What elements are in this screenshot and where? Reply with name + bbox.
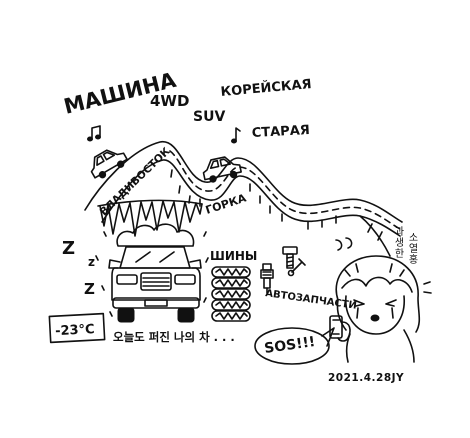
small-car-right <box>202 156 242 183</box>
suv-grille <box>140 272 172 291</box>
suv-body <box>111 267 201 301</box>
label-avtozapchasti: АВТОЗАПЧАСТИ <box>265 288 358 312</box>
music-note-icon <box>87 125 101 142</box>
bolt-icon <box>282 246 298 269</box>
word-staraya: СТАРАЯ <box>251 123 310 141</box>
mountain-road <box>84 141 403 257</box>
snow-specks <box>95 231 209 317</box>
icicles <box>97 199 203 237</box>
person-bangs <box>341 276 413 293</box>
word-4wd: 4WD <box>150 92 189 110</box>
person-mouth <box>370 314 380 322</box>
suv-mirror-right <box>189 259 202 269</box>
person-eye-right <box>385 299 397 307</box>
temperature-sign: -23°C <box>48 312 106 344</box>
guardrail-posts <box>170 169 337 230</box>
suv-headlight-left <box>116 274 138 285</box>
sleep-z-mid: Z <box>84 280 95 298</box>
small-car-left <box>90 149 128 179</box>
signature: 2021.4.28JY <box>328 372 404 384</box>
sos-speech-bubble: SOS!!! <box>254 327 335 365</box>
person-tears <box>356 307 394 319</box>
caption: 오늘도 퍼진 나의 차 . . . <box>113 330 235 344</box>
suv-wheel-left <box>117 307 135 323</box>
cliff-shading <box>359 215 391 257</box>
sweat-marks <box>423 281 432 294</box>
suv-windshield <box>119 246 191 269</box>
side-note-column-2: 소열홍 <box>406 232 417 265</box>
sos-text: SOS!!! <box>263 334 316 357</box>
word-koreiskaya: КОРЕЙСКАЯ <box>220 76 312 100</box>
spark-plug-icon <box>260 263 274 294</box>
side-note-column-1: 과생한 <box>392 226 403 259</box>
person-face <box>345 295 405 335</box>
word-suv: SUV <box>193 109 225 125</box>
tire-stack <box>211 266 251 322</box>
music-note-icon <box>231 127 241 144</box>
suv-wheel-right <box>177 307 195 323</box>
suv-headlight-right <box>174 274 196 285</box>
worry-marks <box>335 237 353 251</box>
label-shiny: ШИНЫ <box>210 249 257 263</box>
suv-front-view <box>108 223 202 323</box>
road-top-edge <box>84 141 403 223</box>
snow-on-roof <box>116 223 195 247</box>
phone-icon <box>329 315 351 342</box>
sleep-z-small: z <box>88 255 95 269</box>
road-sign-gorka: ГОРКА <box>204 191 248 216</box>
suv-plate <box>144 299 168 307</box>
road-center-line <box>169 150 401 230</box>
temperature-text: -23°C <box>55 322 95 339</box>
crying-person <box>329 237 432 363</box>
person-hand <box>337 321 351 342</box>
person-eye-left <box>353 299 365 307</box>
wrench-icon <box>287 258 306 277</box>
person-body <box>345 329 415 363</box>
suv-bumper <box>112 297 200 309</box>
suv-mirror-left <box>108 259 121 269</box>
sleep-z-big: Z <box>62 238 75 259</box>
